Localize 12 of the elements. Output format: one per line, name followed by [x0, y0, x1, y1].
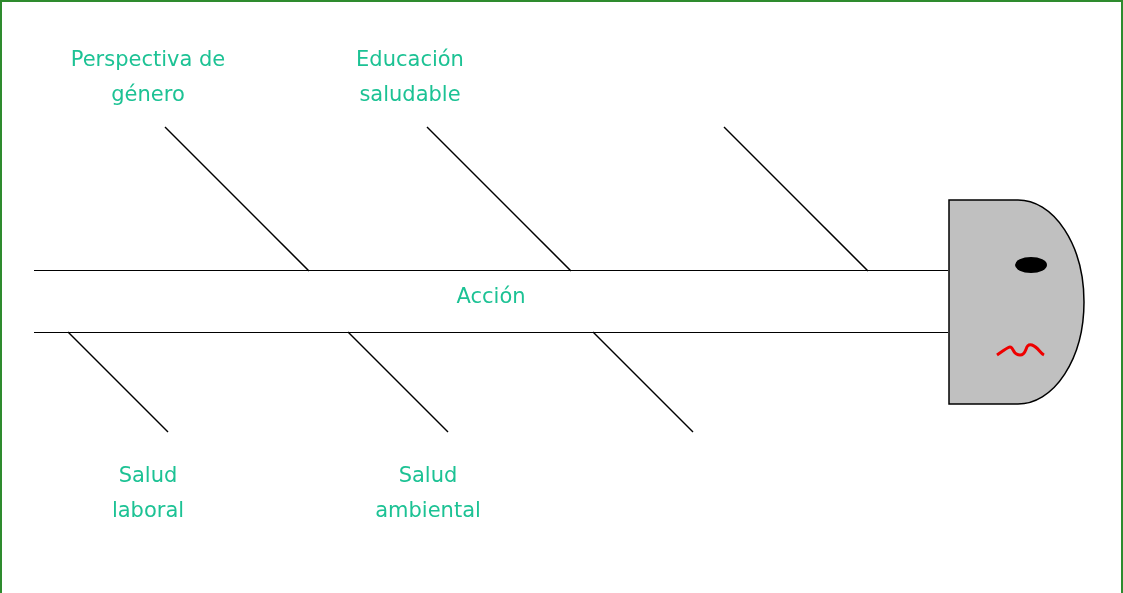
bone-line	[592, 331, 694, 433]
bone-line	[67, 331, 169, 433]
spine-band	[34, 270, 948, 333]
bone-line	[426, 126, 572, 272]
spine-label: Acción	[455, 284, 527, 308]
bone-line	[723, 126, 869, 272]
bone-line	[347, 331, 449, 433]
bone-line	[164, 126, 310, 272]
category-label: Educación saludable	[330, 42, 490, 127]
category-label: Salud laboral	[88, 432, 208, 528]
category-label: Perspectiva de género	[57, 42, 239, 127]
category-label: Salud ambiental	[353, 432, 503, 528]
